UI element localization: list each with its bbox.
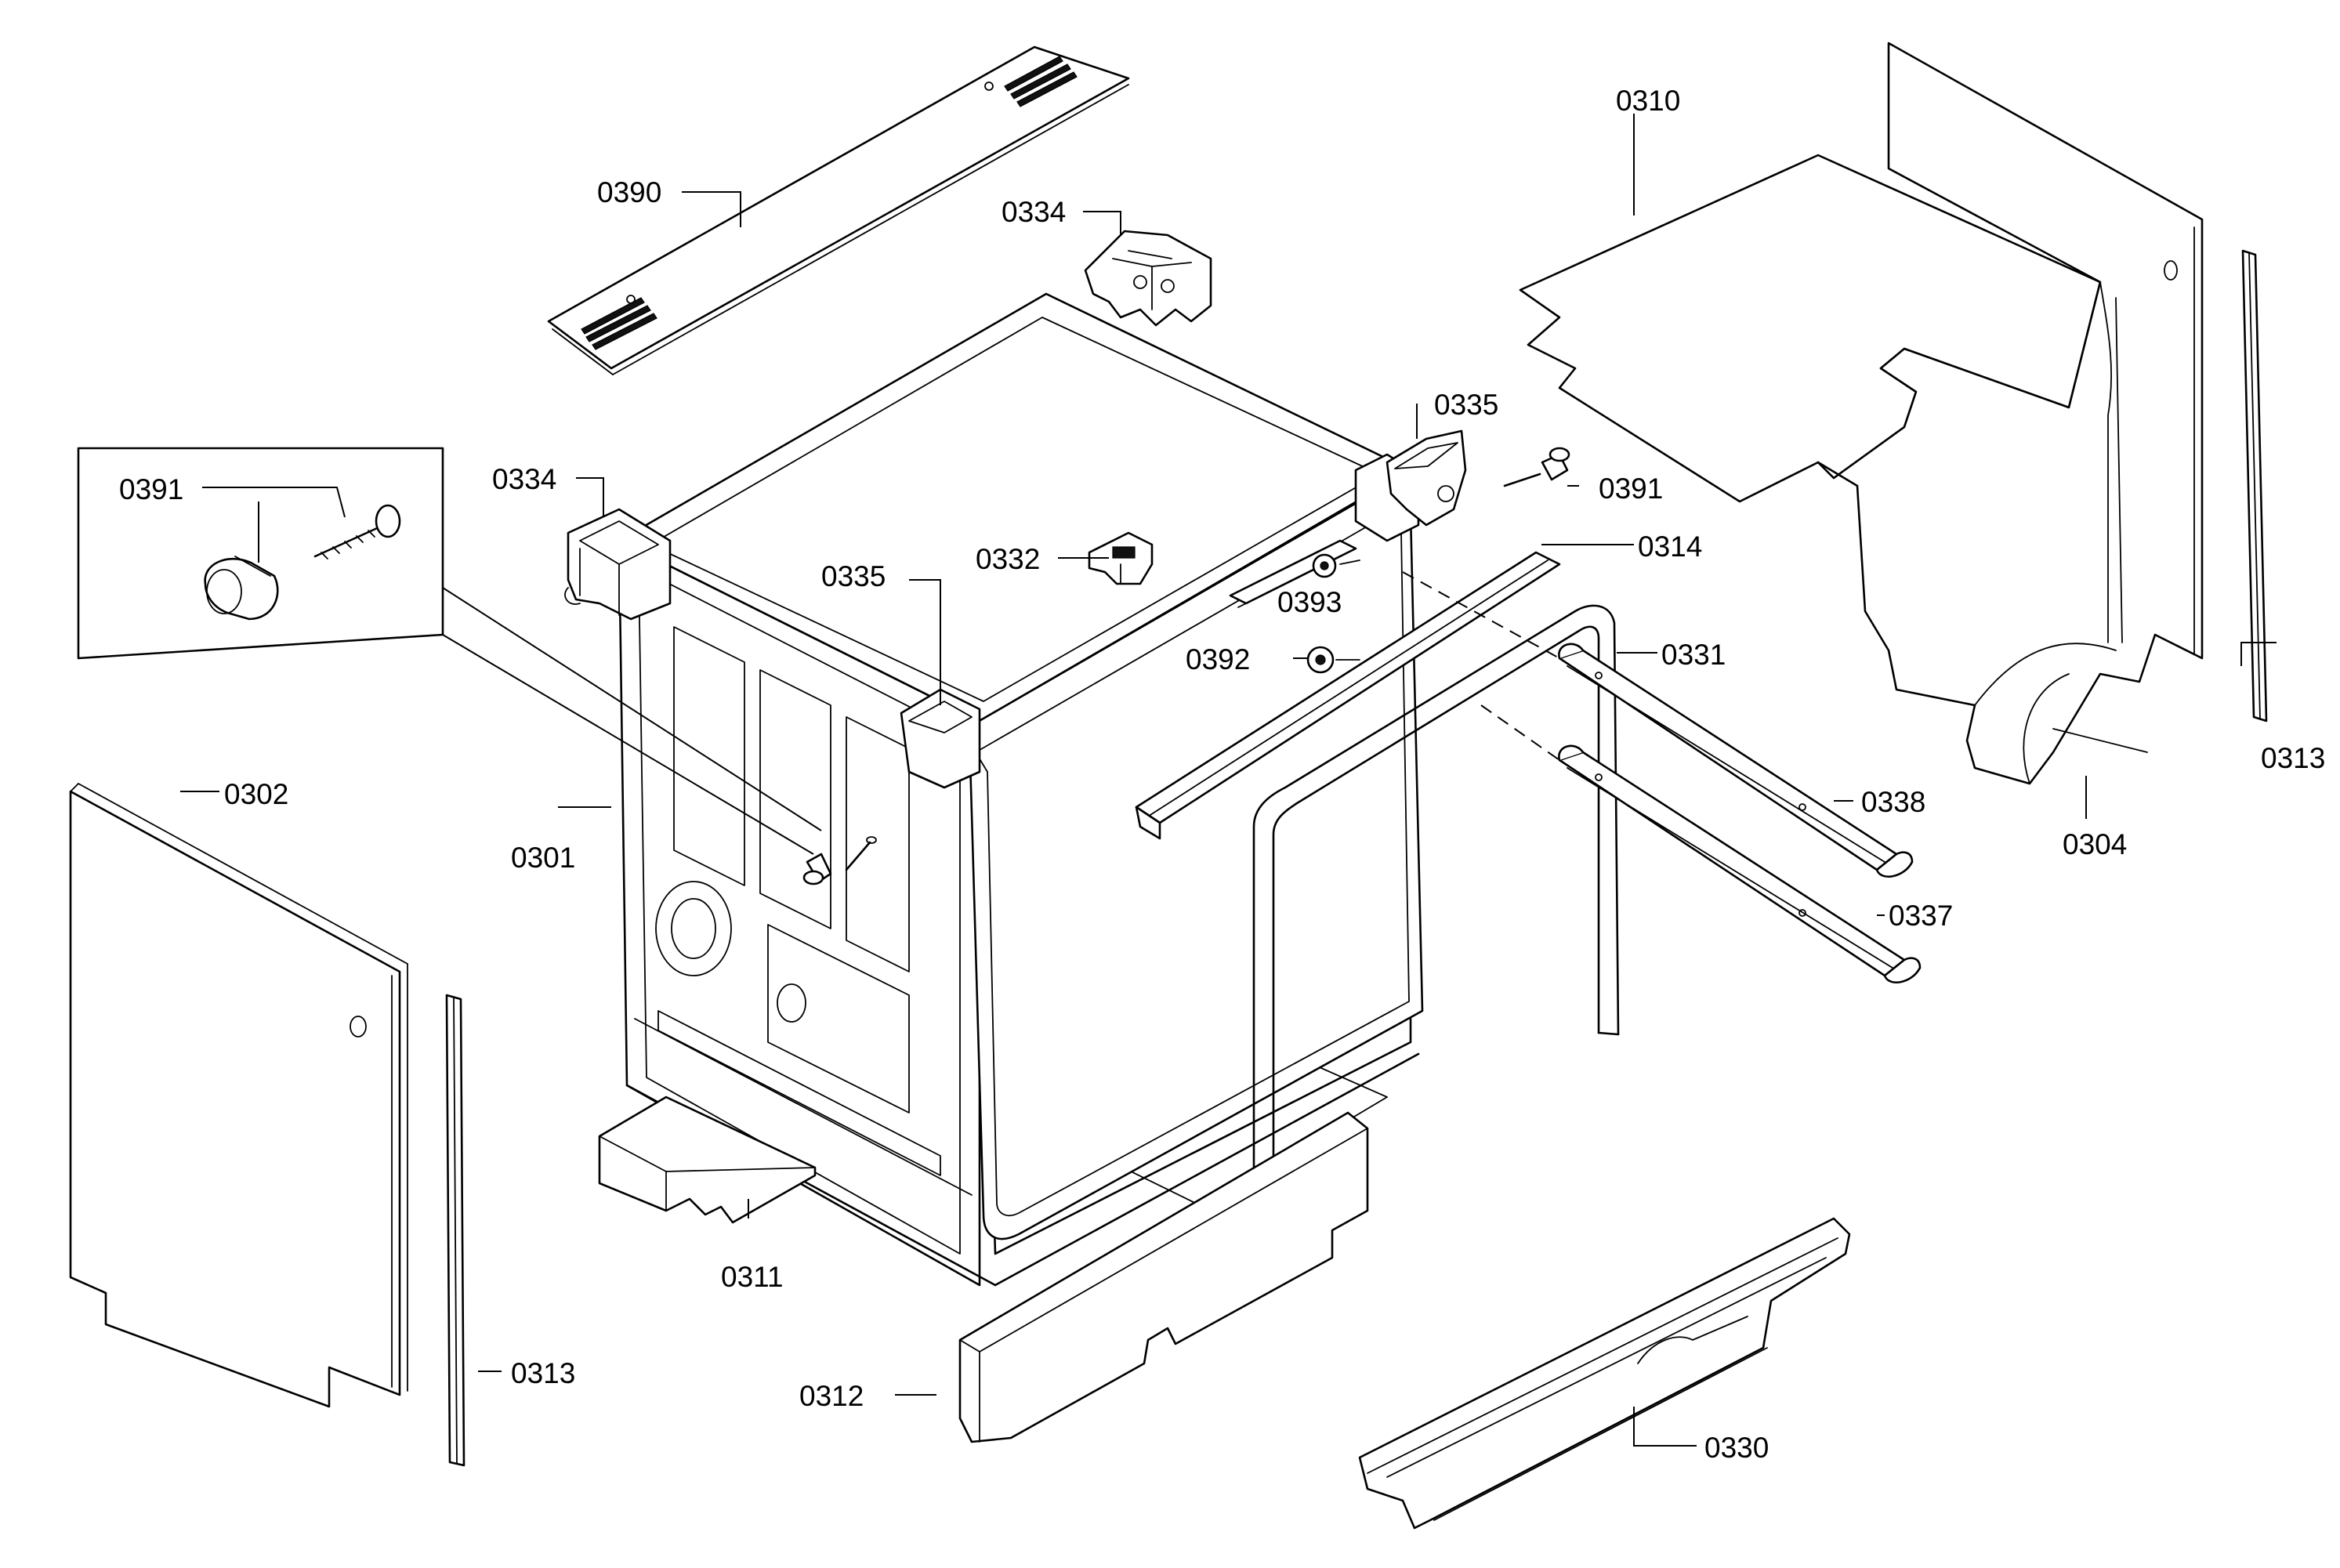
part-0390-top-plate — [547, 45, 1130, 375]
part-0392-0393-fittings — [1229, 539, 1360, 674]
label-0393: 0393 — [1277, 586, 1342, 618]
label-0331: 0331 — [1661, 639, 1726, 671]
leader-lines — [180, 114, 2277, 1447]
label-0313-right: 0313 — [2261, 742, 2325, 774]
label-0311: 0311 — [721, 1261, 784, 1293]
label-0310: 0310 — [1616, 85, 1680, 117]
label-0302: 0302 — [224, 778, 288, 810]
label-0335-right: 0335 — [1434, 389, 1498, 421]
label-0312: 0312 — [799, 1380, 864, 1412]
inset-box-0391 — [77, 447, 822, 855]
label-0301: 0301 — [511, 842, 575, 874]
label-0335-center: 0335 — [821, 560, 886, 592]
label-0391-right: 0391 — [1599, 473, 1663, 505]
part-labels: 0390 0334 0310 0334 0391 0335 0391 0332 … — [119, 85, 2325, 1464]
part-0312-foam-block — [958, 1111, 1369, 1443]
part-0313-right-trim-strip — [2241, 249, 2268, 722]
label-0304: 0304 — [2063, 828, 2127, 860]
label-0313-left: 0313 — [511, 1357, 575, 1389]
part-0311-foam-block — [598, 1095, 817, 1224]
part-0330-base-tray — [1358, 1217, 1851, 1530]
part-0304-right-side-panel — [1817, 42, 2204, 785]
part-0391-screw-right — [1503, 447, 1570, 487]
part-0313-left-trim-strip — [445, 994, 465, 1467]
label-0332: 0332 — [976, 543, 1040, 575]
label-0391-inset: 0391 — [119, 473, 183, 505]
label-0337: 0337 — [1889, 900, 1953, 932]
part-0302-left-side-panel — [69, 783, 408, 1408]
part-0314-rail — [1135, 551, 1561, 840]
part-0391-screw-center — [802, 836, 877, 885]
part-0337-rail — [1558, 744, 1922, 983]
part-0332-bracket — [1088, 531, 1154, 585]
part-0338-rail — [1558, 643, 1914, 878]
part-0335-right-bracket — [1386, 429, 1467, 527]
label-0392: 0392 — [1186, 643, 1250, 675]
part-0334-top-bracket — [1084, 230, 1212, 327]
label-0314: 0314 — [1638, 531, 1702, 563]
label-0334-top: 0334 — [1002, 196, 1066, 228]
label-0330: 0330 — [1704, 1432, 1769, 1464]
label-0338: 0338 — [1861, 786, 1925, 818]
label-0334-left: 0334 — [492, 463, 556, 495]
label-0390: 0390 — [597, 176, 661, 208]
